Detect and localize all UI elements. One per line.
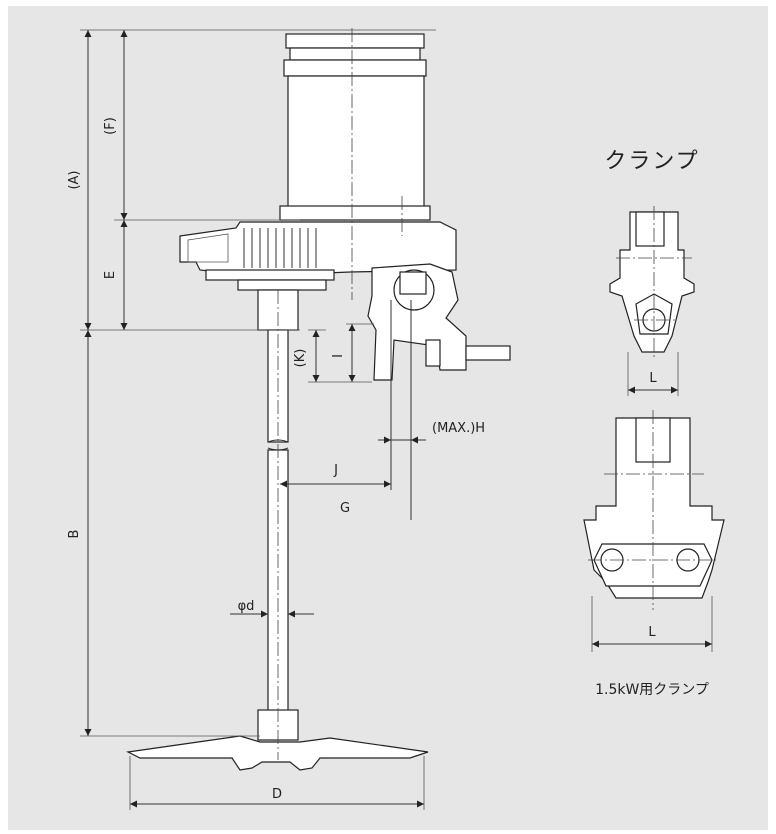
lower-housing xyxy=(205,269,335,281)
dim-label-e: E xyxy=(103,271,118,279)
dim-label-i: I xyxy=(331,354,346,358)
cooling-fins xyxy=(243,228,317,268)
clamp-nut xyxy=(399,271,427,295)
clamp-detail-large: L 1.5kW用クランプ xyxy=(583,410,725,698)
base-plate xyxy=(237,279,327,291)
clamp-small-body xyxy=(609,211,695,353)
clamp-screw xyxy=(465,345,511,361)
motor-cap xyxy=(285,33,425,49)
clamp-screw-block xyxy=(425,339,441,367)
dim-label-h: (MAX.)H xyxy=(432,421,485,436)
dim-label-k: (K) xyxy=(293,349,308,368)
mixer-drawing xyxy=(126,28,511,771)
dim-label-big-d: D xyxy=(272,787,282,802)
motor-flange xyxy=(279,205,431,221)
clamp-detail-small: クランプ L xyxy=(604,149,699,396)
clamp-small-slot xyxy=(635,211,665,247)
clamp-title: クランプ xyxy=(604,149,699,174)
motor-cap-base xyxy=(283,59,427,77)
motor-body xyxy=(287,75,425,211)
motor-cap-band xyxy=(289,47,421,61)
dim-label-b: B xyxy=(67,530,82,539)
dim-label-j: J xyxy=(333,463,338,478)
dim-label-f: (F) xyxy=(103,117,118,135)
dim-label-g: G xyxy=(340,501,350,516)
dim-label-d: φd xyxy=(238,599,255,614)
clamp-large-dim-l: L xyxy=(648,625,656,640)
dim-label-a: (A) xyxy=(67,170,82,189)
clamp-small-dim-l: L xyxy=(649,371,657,386)
dimensions: (A) (F) E B (K) I (MAX.)H J G φd D xyxy=(67,29,485,810)
clamp-caption: 1.5kW用クランプ xyxy=(595,682,709,698)
